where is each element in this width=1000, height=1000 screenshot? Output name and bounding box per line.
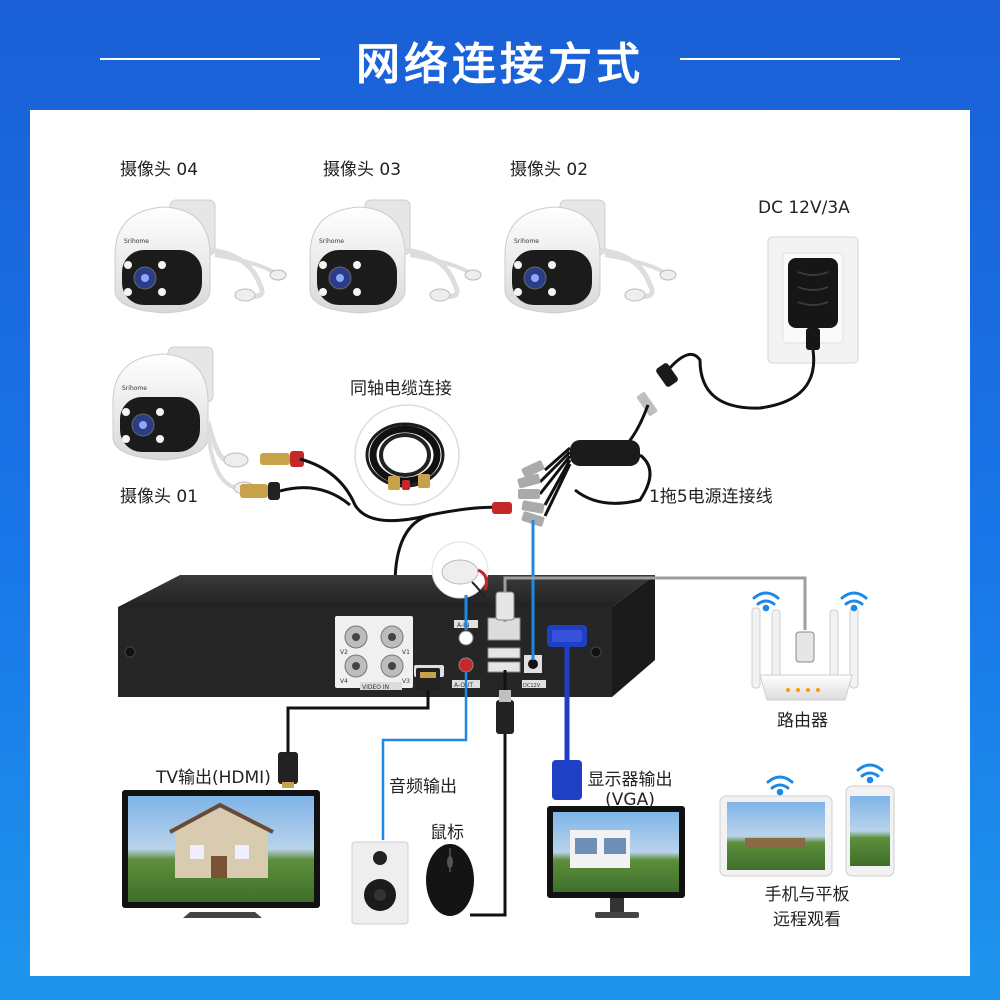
camera-02: Srihome (504, 199, 677, 314)
dvr-recorder: V2 V1 V4 V3 VIDEO IN A-IN A-OUT DC12V (118, 575, 655, 697)
header-line-left (100, 58, 320, 60)
label-monitor-output: 显示器输出 (VGA) (580, 765, 680, 810)
camera-03: Srihome (309, 199, 482, 314)
camera-brand: Srihome (122, 385, 147, 392)
coax-video-cable (393, 513, 431, 586)
tablet (719, 795, 833, 877)
port-label-v2: V2 (340, 649, 348, 656)
label-coax-cable: 同轴电缆连接 (350, 379, 452, 399)
port-label-v4: V4 (340, 678, 348, 685)
camera-brand: Srihome (124, 238, 149, 245)
label-mobile-line1: 手机与平板 (764, 885, 850, 905)
label-camera-04: 摄像头 04 (120, 160, 199, 180)
label-camera-01: 摄像头 01 (120, 487, 199, 507)
coax-cable-roll (354, 404, 460, 506)
port-label-audio-in: A-IN (457, 622, 469, 629)
port-label-video-in: VIDEO IN (362, 684, 389, 691)
power-adapter-cable (666, 349, 816, 410)
label-mobile-line2: 远程观看 (773, 910, 841, 930)
port-label-audio-out: A-OUT (454, 682, 473, 689)
wifi-icon (752, 591, 884, 796)
camera01-connectors (240, 451, 304, 500)
speaker (351, 841, 409, 925)
port-label-v1: V1 (402, 649, 410, 656)
label-splitter: 1拖5电源连接线 (649, 487, 773, 507)
camera-01: Srihome (112, 346, 255, 495)
tv (122, 790, 320, 918)
camera-04: Srihome (114, 199, 287, 314)
camera-brand: Srihome (319, 238, 344, 245)
label-tv-output: TV输出(HDMI) (156, 768, 271, 788)
router (751, 607, 859, 701)
label-router: 路由器 (777, 711, 828, 731)
label-monitor-output-line2: (VGA) (605, 790, 655, 810)
microphone (431, 541, 489, 599)
monitor (547, 806, 685, 918)
audio-out-line (381, 672, 468, 840)
page-title: 网络连接方式 (356, 39, 644, 90)
header-line-right (680, 58, 900, 60)
mouse-device (426, 844, 474, 916)
label-audio-output: 音频输出 (389, 777, 457, 797)
label-power-supply: DC 12V/3A (758, 198, 850, 218)
hdmi-cable (286, 685, 430, 755)
label-camera-02: 摄像头 02 (510, 160, 589, 180)
port-label-dc12v: DC12V (523, 683, 541, 689)
power-adapter (767, 236, 859, 364)
camera-brand: Srihome (514, 238, 539, 245)
power-splitter (517, 440, 652, 527)
phone (845, 785, 895, 877)
label-mobile-remote: 手机与平板 远程观看 (752, 880, 862, 930)
port-label-v3: V3 (402, 678, 410, 685)
camera-power-cable (299, 457, 506, 523)
label-monitor-output-line1: 显示器输出 (587, 770, 673, 790)
label-mouse: 鼠标 (430, 823, 464, 843)
header: 网络连接方式 (0, 0, 1000, 110)
label-camera-03: 摄像头 03 (323, 160, 402, 180)
